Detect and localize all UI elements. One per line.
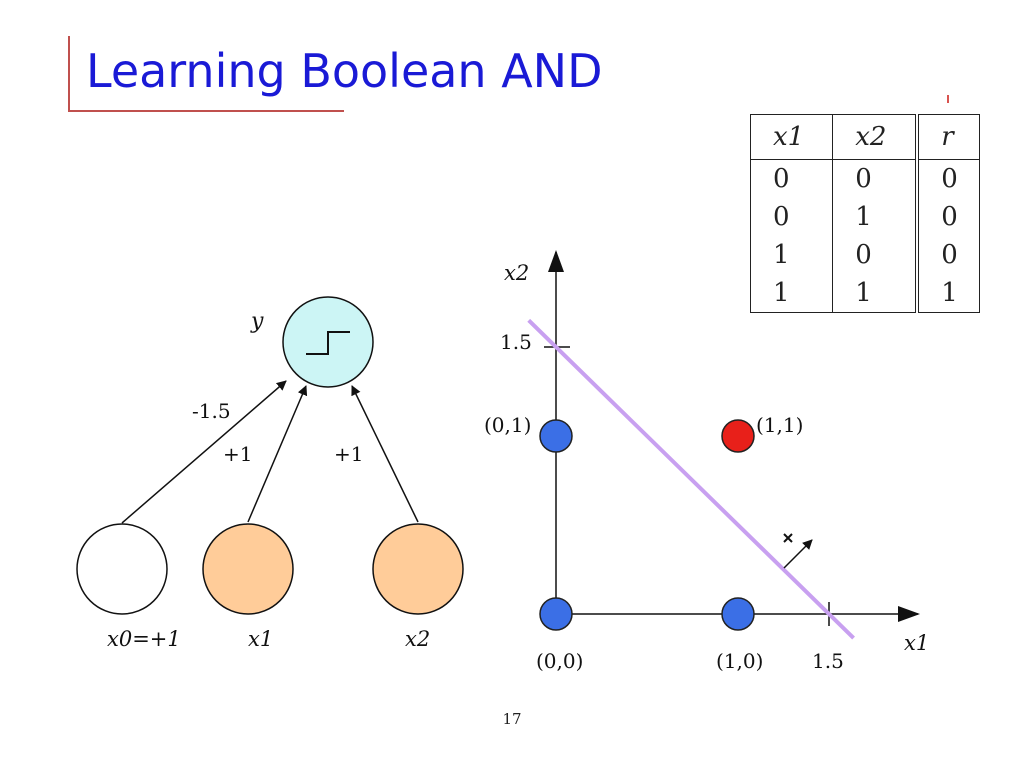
weight1-label: +1 <box>223 442 252 466</box>
table-row: 1 0 0 <box>749 236 981 274</box>
y-tick-label: 1.5 <box>500 330 532 354</box>
perceptron-diagram: y -1.5 +1 +1 x0=+1 x1 x2 <box>76 296 464 651</box>
header-x1: x1 <box>749 114 834 160</box>
cell: 0 <box>749 159 834 198</box>
header-x2: x2 <box>832 114 920 160</box>
title-underline <box>68 110 344 112</box>
point-label-00: (0,0) <box>536 649 583 673</box>
point-label-11: (1,1) <box>756 413 803 437</box>
data-point-0-0 <box>539 597 573 631</box>
table-row: 0 0 0 <box>749 159 981 198</box>
decision-boundary-line <box>527 318 855 640</box>
input0-label: x0=+1 <box>107 627 181 651</box>
title-accent-bar <box>68 36 70 112</box>
point-label-01: (0,1) <box>484 413 531 437</box>
input2-label: x2 <box>405 627 430 651</box>
input1-label: x1 <box>248 627 273 651</box>
cell: 0 <box>917 159 981 198</box>
y-axis-label: x2 <box>504 261 529 285</box>
cell: 0 <box>917 236 981 274</box>
table-row: 0 1 0 <box>749 198 981 236</box>
normal-direction-arrow <box>783 539 813 569</box>
x-tick-label: 1.5 <box>812 649 844 673</box>
data-point-1-1 <box>721 419 755 453</box>
cell: 1 <box>749 236 834 274</box>
cell: 1 <box>832 274 920 313</box>
corner-mark <box>947 95 949 103</box>
truth-table: x1 x2 r 0 0 0 0 1 0 1 0 0 1 1 1 <box>749 114 981 313</box>
step-function-icon <box>306 331 350 355</box>
data-point-1-0 <box>721 597 755 631</box>
input1-node <box>202 523 294 615</box>
cell: 0 <box>832 159 920 198</box>
bias-edge <box>121 380 287 524</box>
cell: 0 <box>832 236 920 274</box>
cell: 0 <box>917 198 981 236</box>
cell: 1 <box>749 274 834 313</box>
bias-node <box>76 523 168 615</box>
slide-title: Learning Boolean AND <box>86 44 603 98</box>
x-axis-label: x1 <box>904 631 929 655</box>
data-point-0-1 <box>539 419 573 453</box>
cell: 1 <box>832 198 920 236</box>
weight2-label: +1 <box>334 442 363 466</box>
output-label: y <box>250 309 264 334</box>
input1-edge <box>247 385 308 523</box>
table-row: 1 1 1 <box>749 274 981 313</box>
input2-node <box>372 523 464 615</box>
cross-icon <box>783 533 793 543</box>
decision-boundary-plot: x2 x1 1.5 1.5 (0,1) (1,1) (0,0) (1,0) <box>484 250 929 673</box>
input2-edge <box>351 385 419 523</box>
cell: 0 <box>749 198 834 236</box>
cell: 1 <box>917 274 981 313</box>
page-number: 17 <box>502 710 522 728</box>
truth-table-header-row: x1 x2 r <box>749 114 981 160</box>
point-label-10: (1,0) <box>716 649 763 673</box>
header-r: r <box>917 114 981 160</box>
bias-weight-label: -1.5 <box>192 399 231 423</box>
